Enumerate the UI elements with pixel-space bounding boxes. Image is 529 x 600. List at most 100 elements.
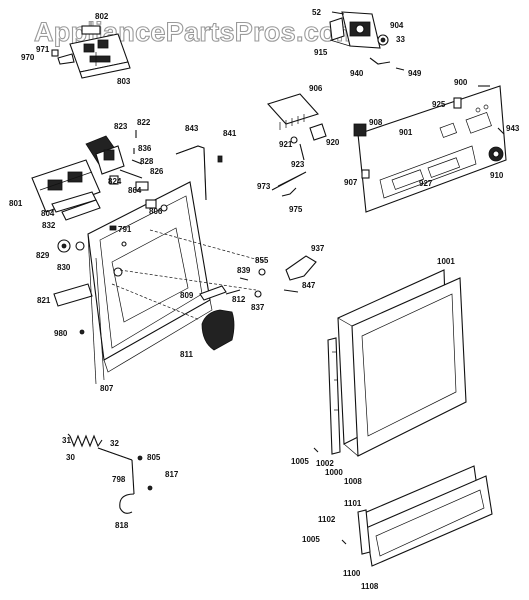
latch-assembly-803 [69, 33, 131, 79]
button-908 [353, 123, 367, 137]
label-791: 791 [118, 225, 132, 234]
rod-31 [67, 433, 71, 437]
label-1001: 1001 [437, 257, 455, 266]
timer-module-906 [267, 93, 319, 130]
trim-strip-1002 [327, 337, 341, 455]
assembly-leader-lines [111, 229, 267, 321]
label-847: 847 [302, 281, 316, 290]
nut-837 [254, 290, 262, 298]
nut-830 [75, 241, 85, 251]
plug-971 [51, 49, 59, 57]
label-937: 937 [311, 244, 325, 253]
screw-943 [497, 127, 505, 135]
screw-1005-upper [313, 447, 319, 453]
label-818: 818 [115, 521, 129, 530]
label-864: 864 [128, 186, 142, 195]
label-821: 821 [37, 296, 51, 305]
label-949: 949 [408, 69, 422, 78]
label-923: 923 [291, 160, 305, 169]
label-980: 980 [54, 329, 68, 338]
label-809: 809 [180, 291, 194, 300]
clip-791 [109, 225, 117, 231]
label-52: 52 [312, 8, 321, 17]
label-31: 31 [62, 436, 71, 445]
trim-1101 [357, 509, 371, 555]
handle-811 [201, 309, 235, 351]
label-843: 843 [185, 124, 199, 133]
label-32: 32 [110, 439, 119, 448]
part-number-labels: 802 971 970 803 52 904 915 33 940 949 90… [9, 8, 520, 591]
bracket-824 [109, 175, 119, 185]
lever-923 [299, 143, 305, 161]
rod-973 [271, 171, 307, 191]
label-1000: 1000 [325, 468, 343, 477]
label-973: 973 [257, 182, 271, 191]
label-832: 832 [42, 221, 56, 230]
label-907: 907 [344, 178, 358, 187]
label-943: 943 [506, 124, 520, 133]
clip-920 [309, 123, 327, 141]
spring-802 [81, 22, 101, 35]
label-806: 806 [149, 207, 163, 216]
label-826: 826 [150, 167, 164, 176]
label-824: 824 [108, 177, 122, 186]
label-925: 925 [432, 100, 446, 109]
lamp-925 [453, 97, 462, 109]
label-1108: 1108 [361, 582, 379, 591]
control-panel-901 [357, 85, 507, 213]
solenoid-823 [85, 135, 125, 175]
knob-910 [488, 146, 504, 162]
washer-829 [57, 239, 71, 253]
kickplate-1100 [361, 465, 493, 567]
label-904: 904 [390, 21, 404, 30]
hook-818 [119, 493, 135, 514]
label-829: 829 [36, 251, 50, 260]
label-812: 812 [232, 295, 246, 304]
label-910: 910 [490, 171, 504, 180]
label-811: 811 [180, 350, 193, 359]
pin-970 [57, 53, 75, 65]
label-804: 804 [41, 209, 55, 218]
label-822: 822 [137, 118, 151, 127]
cap-907 [361, 169, 370, 179]
label-807: 807 [100, 384, 114, 393]
label-30: 30 [66, 453, 75, 462]
pin-828 [131, 159, 143, 165]
washer-855 [258, 268, 266, 276]
bracket-809 [199, 285, 227, 301]
label-803: 803 [117, 77, 131, 86]
latch-937 [285, 255, 317, 281]
label-1005-upper: 1005 [291, 457, 309, 466]
label-1102: 1102 [318, 515, 336, 524]
label-823: 823 [114, 122, 128, 131]
screw-841 [217, 155, 223, 163]
label-1005-lower: 1005 [302, 535, 320, 544]
bracket-821 [53, 283, 93, 307]
hose-843 [175, 145, 207, 201]
label-33: 33 [396, 35, 405, 44]
vent-806 [145, 199, 157, 209]
label-841: 841 [223, 129, 237, 138]
label-1100: 1100 [343, 569, 361, 578]
label-908: 908 [369, 118, 383, 127]
label-817: 817 [165, 470, 179, 479]
screw-817 [147, 485, 153, 491]
screw-839 [239, 277, 249, 281]
hinge-812 [225, 289, 241, 295]
knob-33 [377, 34, 389, 46]
arm-798 [131, 459, 135, 495]
label-1008: 1008 [344, 477, 362, 486]
screw-847 [283, 289, 299, 293]
label-837: 837 [251, 303, 265, 312]
switch-assembly-904 [329, 11, 381, 49]
seal-832 [61, 199, 101, 221]
label-970: 970 [21, 53, 35, 62]
screw-1005-lower [341, 539, 347, 545]
screw-805 [137, 455, 143, 461]
screw-949 [395, 67, 405, 71]
inner-door-807 [87, 181, 213, 385]
spring-30 [69, 434, 103, 448]
label-900: 900 [454, 78, 468, 87]
